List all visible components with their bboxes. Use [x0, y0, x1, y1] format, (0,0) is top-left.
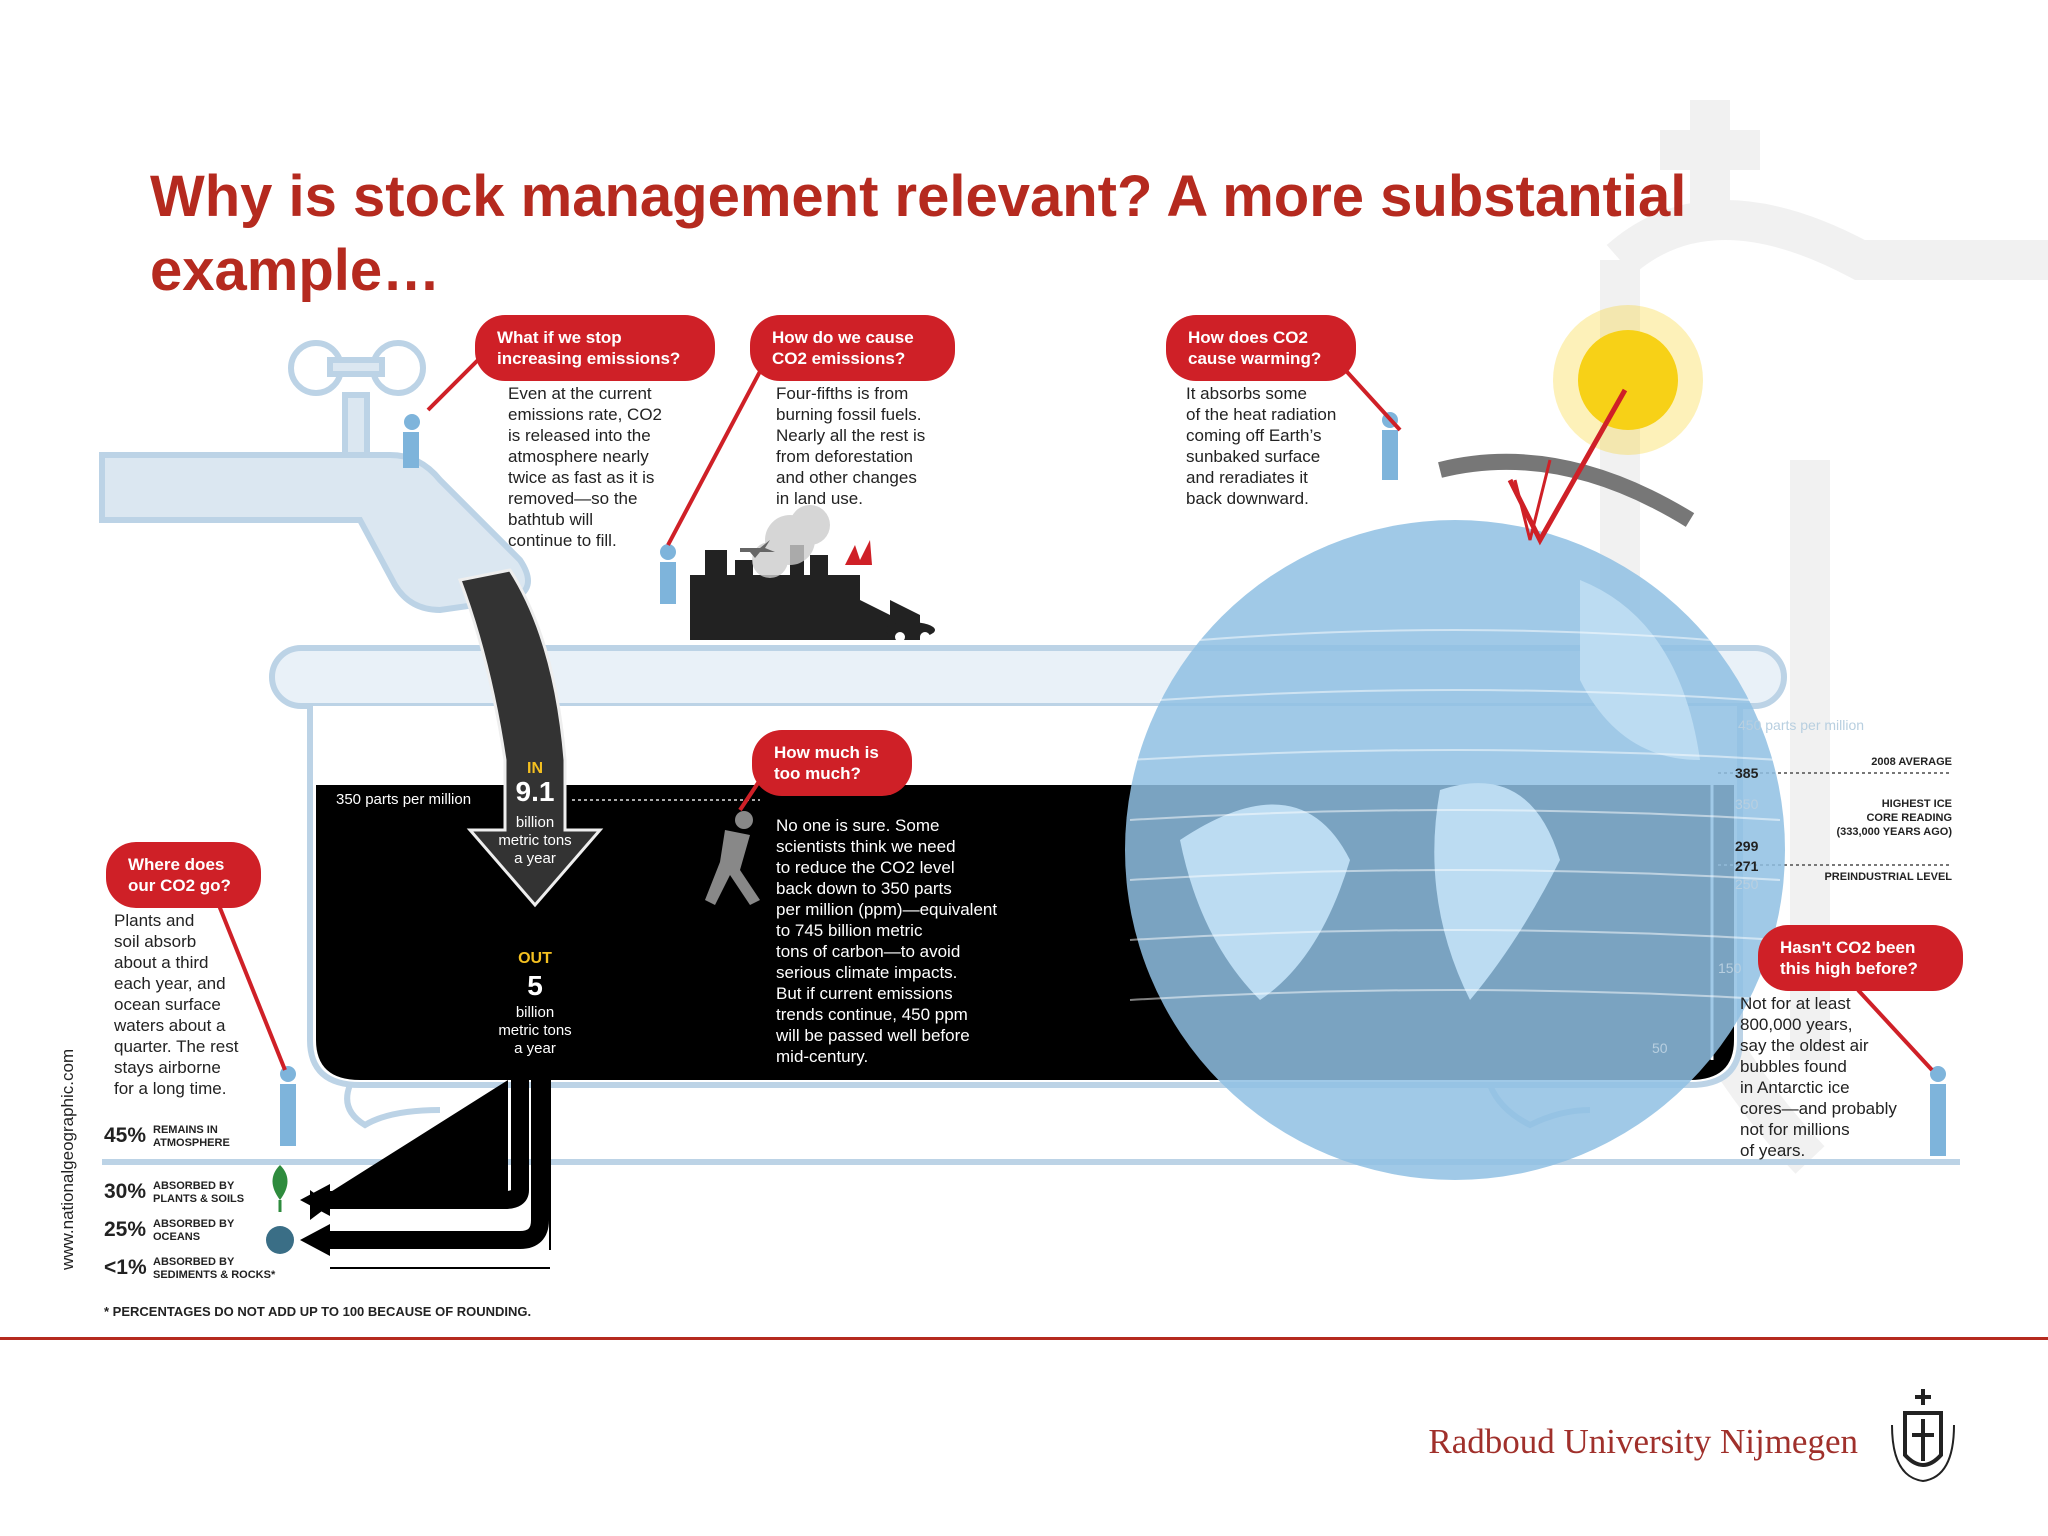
faucet: [99, 340, 531, 614]
footnote: * PERCENTAGES DO NOT ADD UP TO 100 BECAU…: [104, 1304, 532, 1319]
outflow-label: OUT: [518, 950, 552, 967]
slide-title: Why is stock management relevant? A more…: [150, 164, 1687, 303]
sink-pct: 30%: [104, 1180, 147, 1203]
scale-mark-50: 50: [1652, 1040, 1668, 1056]
scale-top-label: 450 parts per million: [1738, 717, 1865, 733]
scale-mark-150: 150: [1718, 960, 1742, 976]
city-silhouette: [690, 545, 935, 642]
inflow-value: 9.1: [515, 776, 555, 807]
sink-pct: <1%: [104, 1256, 147, 1279]
footer-divider: [0, 1337, 2048, 1340]
callout-too-much-text: No one is sure. Some scientists think we…: [776, 816, 998, 1066]
outflow-value: 5: [527, 970, 543, 1001]
sink-pct: 45%: [104, 1124, 147, 1147]
scale-mark-299: 299: [1735, 838, 1759, 854]
callout-high-before: Hasn't CO2 been this high before?: [1758, 925, 1963, 991]
scale-mark-350: 350: [1735, 796, 1759, 812]
callout-cause-emissions: How do we cause CO2 emissions?: [750, 315, 955, 381]
scale-mark-250: 250: [1735, 876, 1759, 892]
scale-mark-271: 271: [1735, 858, 1759, 874]
scale-mark-385: 385: [1735, 765, 1759, 781]
callout-high-before-text: Not for at least 800,000 years, say the …: [1740, 994, 1897, 1160]
callout-too-much: How much is too much?: [752, 730, 912, 796]
water-level-label: 350 parts per million: [336, 791, 472, 808]
sink-label: REMAINS IN ATMOSPHERE: [153, 1124, 230, 1149]
outflow-stream: [310, 1080, 508, 1220]
sink-label: ABSORBED BY PLANTS & SOILS: [153, 1180, 245, 1205]
callout-where-co2-text: Plants and soil absorb about a third eac…: [114, 911, 239, 1098]
callout-cause-emissions-text: Four-fifths is from burning fossil fuels…: [776, 384, 926, 508]
inflow-unit: billion metric tons a year: [498, 814, 572, 867]
sun: [1578, 330, 1678, 430]
source-url: www.nationalgeographic.com: [58, 1048, 77, 1270]
callout-where-co2: Where does our CO2 go?: [106, 842, 261, 908]
sink-label: ABSORBED BY OCEANS: [153, 1218, 235, 1243]
inflow-label: IN: [527, 760, 543, 777]
university-brand: Radboud University Nijmegen: [1428, 1422, 1858, 1461]
scale-label-preindustrial: PREINDUSTRIAL LEVEL: [1824, 871, 1952, 883]
inflow-stream: [457, 568, 604, 908]
callout-cause-warming: How does CO2 cause warming?: [1166, 315, 1356, 381]
university-seal-icon: [1891, 1389, 1955, 1483]
sink-pct: 25%: [104, 1218, 147, 1241]
callout-stop-emissions: What if we stop increasing emissions?: [475, 315, 715, 381]
callout-stop-emissions-text: Even at the current emissions rate, CO2 …: [508, 384, 662, 550]
outflow-unit: billion metric tons a year: [498, 1004, 572, 1057]
scale-label-icecore: HIGHEST ICE CORE READING (333,000 YEARS …: [1836, 798, 1952, 838]
sink-label: ABSORBED BY SEDIMENTS & ROCKS*: [153, 1256, 276, 1281]
scale-label-2008: 2008 AVERAGE: [1871, 756, 1952, 768]
callout-cause-warming-text: It absorbs some of the heat radiation co…: [1186, 384, 1337, 508]
